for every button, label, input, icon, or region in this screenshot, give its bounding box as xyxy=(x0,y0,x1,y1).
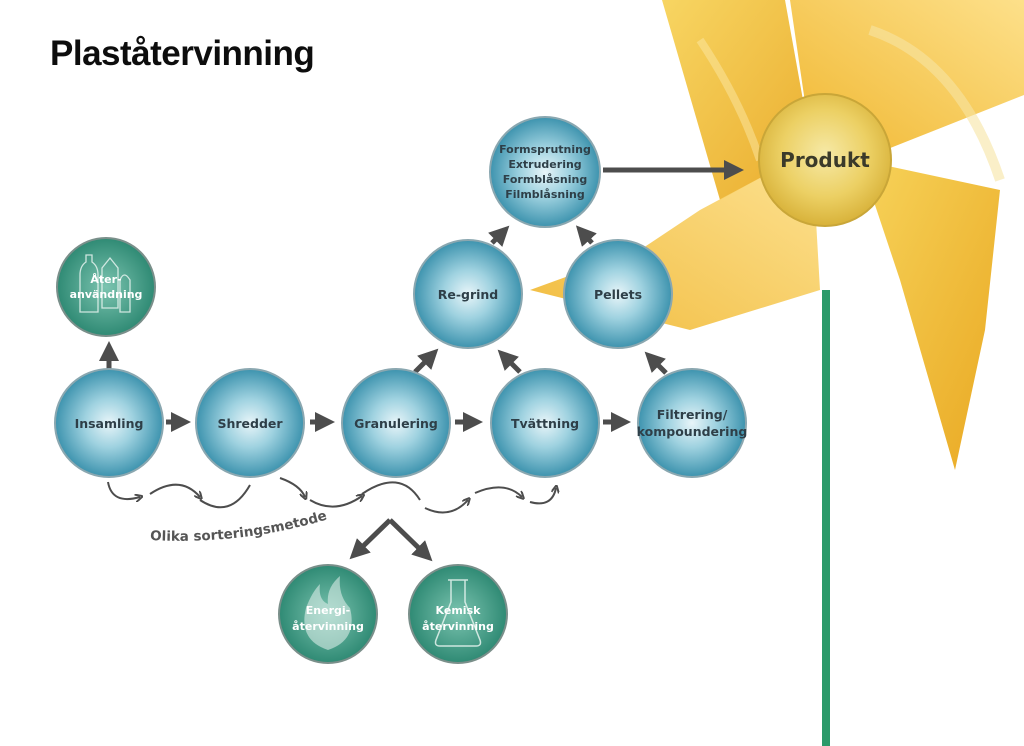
arrow-to-kemisk xyxy=(388,518,433,562)
node-produkt: Produkt xyxy=(758,93,892,227)
node-granulering: Granulering xyxy=(341,368,451,478)
node-shredder: Shredder xyxy=(195,368,305,478)
node-label: Extrudering xyxy=(508,158,581,171)
node-forming: Formsprutning Extrudering Formblåsning F… xyxy=(489,116,601,228)
node-label: Filmblåsning xyxy=(505,188,584,201)
flask-icon xyxy=(434,579,482,647)
node-label: Pellets xyxy=(594,287,642,302)
arrow-granulering-to-regrind xyxy=(413,348,439,374)
arrow-pellets-to-forming xyxy=(575,225,597,247)
node-tvattning: Tvättning xyxy=(490,368,600,478)
bottles-icon xyxy=(79,254,131,313)
node-label: användning xyxy=(70,288,143,301)
node-label: Filtrering/ xyxy=(657,407,728,422)
node-insamling: Insamling xyxy=(54,368,164,478)
arrow-to-energi xyxy=(349,518,392,560)
flow-arrows xyxy=(99,160,744,562)
node-ateranvandning: Åter- användning xyxy=(56,237,156,337)
node-label: Åter- xyxy=(90,273,121,286)
sorting-curves xyxy=(107,477,556,514)
flame-icon xyxy=(304,576,352,650)
pinwheel-blade xyxy=(860,160,1000,470)
node-energi: Energi- återvinning xyxy=(278,564,378,664)
arrow-filtrering-to-pellets xyxy=(644,351,668,375)
node-label: Formsprutning xyxy=(499,143,591,156)
node-label: Shredder xyxy=(217,416,283,431)
arrow-tvattning-to-regrind xyxy=(497,349,522,374)
node-label: Granulering xyxy=(354,416,438,431)
pinwheel-stem xyxy=(822,290,830,746)
node-label: Tvättning xyxy=(511,416,579,431)
node-label: Re-grind xyxy=(438,287,499,302)
node-label: Produkt xyxy=(780,148,870,172)
node-label: Kemisk xyxy=(436,604,482,617)
node-label: Insamling xyxy=(75,416,144,431)
node-label: återvinning xyxy=(292,620,364,633)
page-title: Plaståtervinning xyxy=(50,34,315,73)
node-label: Energi- xyxy=(306,604,350,617)
node-regrind: Re-grind xyxy=(413,239,523,349)
arrow-regrind-to-forming xyxy=(488,225,510,247)
node-filtrering: Filtrering/ kompoundering xyxy=(637,368,748,478)
pinwheel-illustration xyxy=(530,0,1024,746)
node-label: kompoundering xyxy=(637,424,748,439)
node-pellets: Pellets xyxy=(563,239,673,349)
node-label: Formblåsning xyxy=(503,173,587,186)
node-kemisk: Kemisk återvinning xyxy=(408,564,508,664)
node-label: återvinning xyxy=(422,620,494,633)
